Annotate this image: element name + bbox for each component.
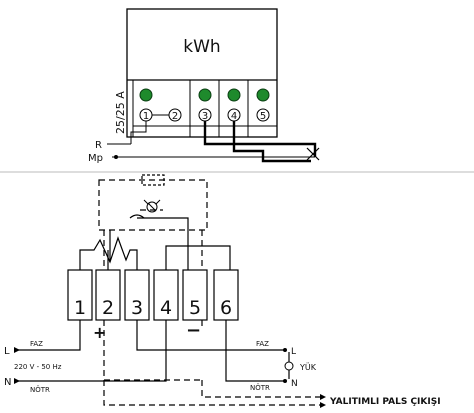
- led-indicators: [139, 88, 270, 102]
- bottom-terminal-6: 6: [220, 297, 232, 319]
- top-terminal-1: 1: [143, 111, 149, 122]
- voltage-wires: [165, 245, 231, 270]
- bottom-terminal-3: 3: [131, 297, 143, 319]
- display-label: kWh: [183, 37, 220, 57]
- bottom-terminal-2: 2: [102, 297, 114, 319]
- bottom-terminal-5: 5: [189, 297, 201, 319]
- led-4: [227, 88, 241, 102]
- minus-sign: −: [186, 320, 201, 341]
- pulse-wire-3: [203, 121, 317, 157]
- l-right-label: L: [291, 347, 296, 357]
- bottom-meter: 1 2 3 4 5 6 + − L N FAZ 220 V - 50 Hz N: [4, 174, 441, 408]
- top-terminal-4: 4: [231, 111, 237, 122]
- led-5: [256, 88, 270, 102]
- top-terminal-2: 2: [172, 111, 178, 122]
- plus-sign: +: [93, 323, 106, 342]
- led-3: [198, 88, 212, 102]
- pulse-output-label: YALITIMLI PALS ÇIKIŞI: [329, 397, 441, 407]
- bottom-terminal-1: 1: [74, 297, 86, 319]
- voltage-label: 220 V - 50 Hz: [14, 363, 62, 371]
- bottom-terminals: 1 2 3 4 5 6: [67, 269, 239, 321]
- r-label: R: [95, 140, 102, 151]
- mp-label: Mp: [88, 153, 103, 164]
- notr-left-label: NÖTR: [30, 385, 50, 394]
- n-right-label: N: [291, 379, 298, 389]
- supply-load-wires: [14, 320, 290, 382]
- rating-label: 25/25 A: [114, 91, 127, 134]
- l-left-label: L: [4, 346, 10, 357]
- current-coil: [79, 214, 189, 270]
- notr-right-label: NÖTR: [250, 383, 270, 392]
- yuk-label: YÜK: [299, 362, 317, 372]
- pulse-arrow-2: [320, 402, 326, 408]
- top-terminal-5: 5: [260, 111, 266, 122]
- pulse-circuit: [98, 174, 320, 406]
- top-terminal-3: 3: [202, 111, 208, 122]
- pulse-wire-4: [232, 121, 311, 163]
- bottom-terminal-4: 4: [160, 297, 172, 319]
- top-meter: kWh 1 2 3 4 5 25/25 A: [88, 8, 320, 164]
- pulse-arrow-1: [320, 394, 326, 400]
- faz-left-label: FAZ: [30, 340, 43, 348]
- n-left-label: N: [4, 377, 11, 388]
- load-icon: [284, 361, 294, 371]
- top-terminals: 1 2 3 4 5: [139, 108, 270, 122]
- faz-right-label: FAZ: [256, 340, 269, 348]
- led-1: [139, 88, 153, 102]
- optocoupler-icon: [143, 199, 161, 213]
